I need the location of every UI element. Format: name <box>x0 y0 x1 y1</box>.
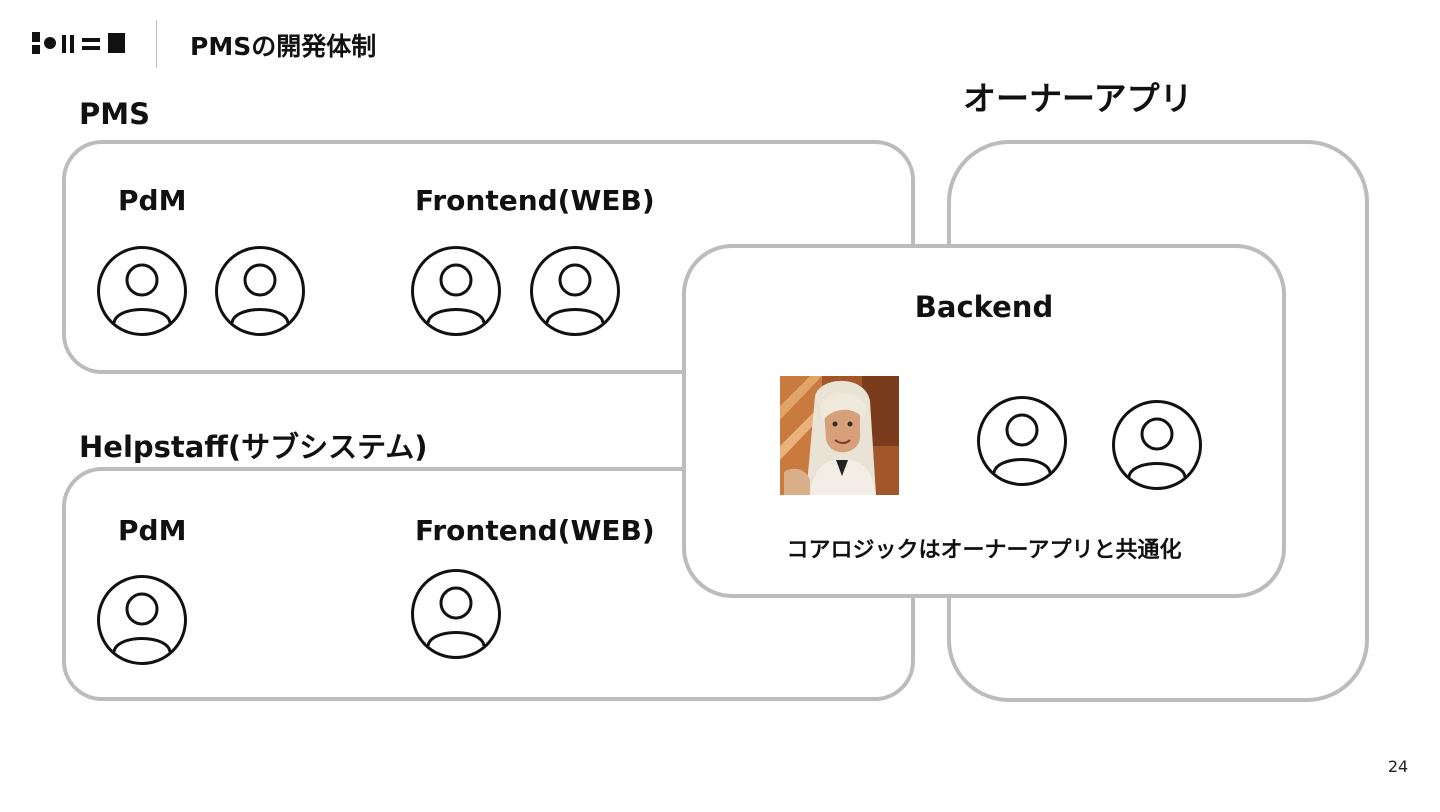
pms-frontend-label: Frontend(WEB) <box>415 184 655 217</box>
header-divider <box>156 20 157 68</box>
helpstaff-section-title: Helpstaff(サブシステム) <box>79 430 428 464</box>
person-icon <box>214 245 306 337</box>
person-icon <box>976 395 1068 487</box>
person-icon <box>410 568 502 660</box>
helpstaff-pdm-label: PdM <box>118 514 187 547</box>
backend-title: Backend <box>914 290 1054 324</box>
person-icon <box>529 245 621 337</box>
person-icon <box>410 245 502 337</box>
person-icon <box>1111 399 1203 491</box>
pms-pdm-label: PdM <box>118 184 187 217</box>
owner-app-section-title: オーナーアプリ <box>963 79 1193 118</box>
page-title: PMSの開発体制 <box>190 32 377 61</box>
person-icon <box>96 245 188 337</box>
backend-note: コアロジックはオーナーアプリと共通化 <box>786 538 1182 563</box>
brand-logo <box>32 30 128 56</box>
page-number: 24 <box>1387 757 1409 776</box>
person-icon <box>96 574 188 666</box>
member-photo <box>780 376 899 495</box>
helpstaff-frontend-label: Frontend(WEB) <box>415 514 655 547</box>
pms-section-title: PMS <box>79 97 150 131</box>
